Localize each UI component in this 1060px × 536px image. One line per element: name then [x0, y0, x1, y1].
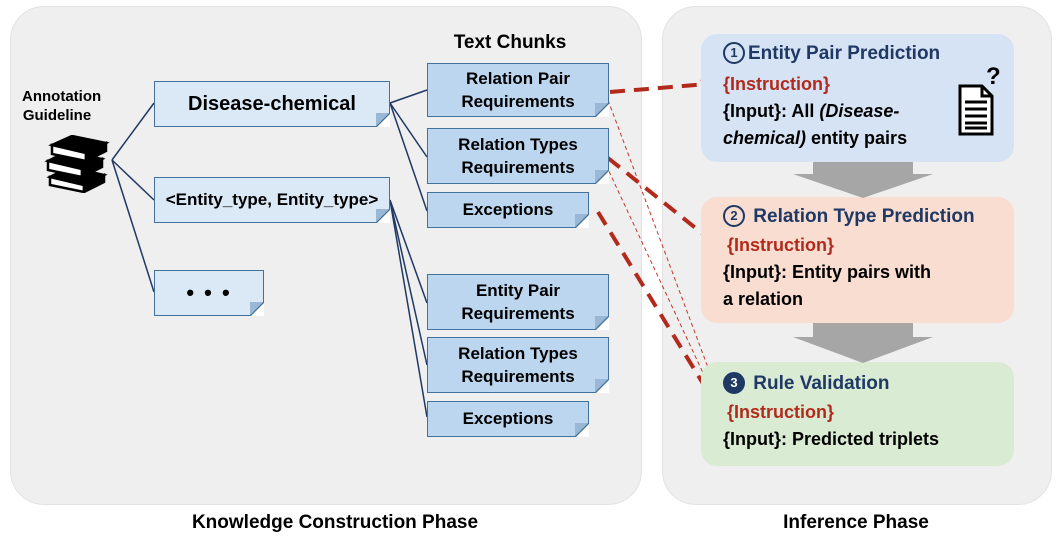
- text-chunks-title: Text Chunks: [453, 32, 567, 53]
- stage2-input-line1: {Input}: Entity pairs with: [723, 262, 932, 282]
- stage3-title: 3 Rule Validation: [723, 372, 889, 395]
- category-entity-type-pair-label: <Entity_type, Entity_type>: [165, 190, 379, 209]
- number-1-badge: 1: [723, 42, 745, 64]
- chunk-line: Exceptions: [462, 200, 554, 219]
- guideline-label-line1: Annotation: [22, 88, 102, 105]
- chunk-line: Exceptions: [462, 409, 554, 428]
- chunk-line: Requirements: [461, 158, 575, 177]
- down-arrow-icon: [793, 323, 933, 363]
- stage3-instruction: {Instruction}: [727, 402, 835, 422]
- stage1-input-suffix: entity pairs: [806, 128, 908, 148]
- chunk-exceptions: Exceptions: [427, 192, 589, 228]
- stage2-title-text: Relation Type Prediction: [753, 206, 975, 227]
- stage-rule-validation: 3 Rule Validation {Instruction} {Input}:…: [701, 362, 1014, 466]
- stage3-input: {Input}: Predicted triplets: [723, 426, 1003, 453]
- chunk-line: Relation Types: [458, 344, 578, 363]
- stage1-input-italic-2: chemical): [723, 128, 807, 148]
- stage1-instruction: {Instruction}: [723, 74, 831, 94]
- stage3-input-line1: {Input}: Predicted triplets: [723, 429, 940, 449]
- guideline-label-line2: Guideline: [22, 107, 92, 124]
- stage3-title-text: Rule Validation: [753, 373, 890, 394]
- stage1-input: {Input}: All (Disease-chemical) entity p…: [723, 98, 963, 152]
- category-more-label: • • •: [186, 280, 232, 305]
- number-2-badge: 2: [723, 205, 745, 227]
- stage1-title-text: Entity Pair Prediction: [748, 43, 941, 64]
- stage2-instruction: {Instruction}: [727, 235, 835, 255]
- category-disease-chemical-label: Disease-chemical: [188, 92, 356, 115]
- stage1-input-italic-1: (Disease-: [819, 101, 900, 121]
- stage2-input-line2: a relation: [723, 289, 804, 309]
- down-arrow-icon: [793, 162, 933, 198]
- inference-phase-label: Inference Phase: [783, 512, 929, 533]
- chunk-line: Requirements: [461, 304, 575, 323]
- question-mark: ?: [986, 64, 1001, 90]
- chunk-line: Relation Pair: [466, 69, 570, 88]
- category-entity-type-pair: <Entity_type, Entity_type>: [154, 177, 390, 223]
- books-icon: [44, 135, 110, 193]
- knowledge-construction-phase-label: Knowledge Construction Phase: [191, 512, 479, 533]
- document-question-icon: ?: [958, 64, 1001, 136]
- category-disease-chemical: Disease-chemical: [154, 81, 390, 127]
- stage-relation-type-prediction: 2 Relation Type Prediction {Instruction}…: [701, 197, 1014, 323]
- number-3-badge: 3: [723, 372, 745, 394]
- chunk-line: Entity Pair: [475, 281, 561, 300]
- chunk-line: Relation Types: [458, 135, 578, 154]
- chunk-line: Requirements: [461, 92, 575, 111]
- stage1-input-prefix: {Input}: All: [723, 101, 820, 121]
- stage2-title: 2 Relation Type Prediction: [723, 205, 975, 228]
- category-more: • • •: [154, 270, 264, 316]
- stage2-input: {Input}: Entity pairs with a relation: [723, 259, 1003, 313]
- chunk-exceptions-2: Exceptions: [427, 401, 589, 437]
- chunk-line: Requirements: [461, 367, 575, 386]
- annotation-guideline-label: Annotation Guideline: [22, 87, 102, 125]
